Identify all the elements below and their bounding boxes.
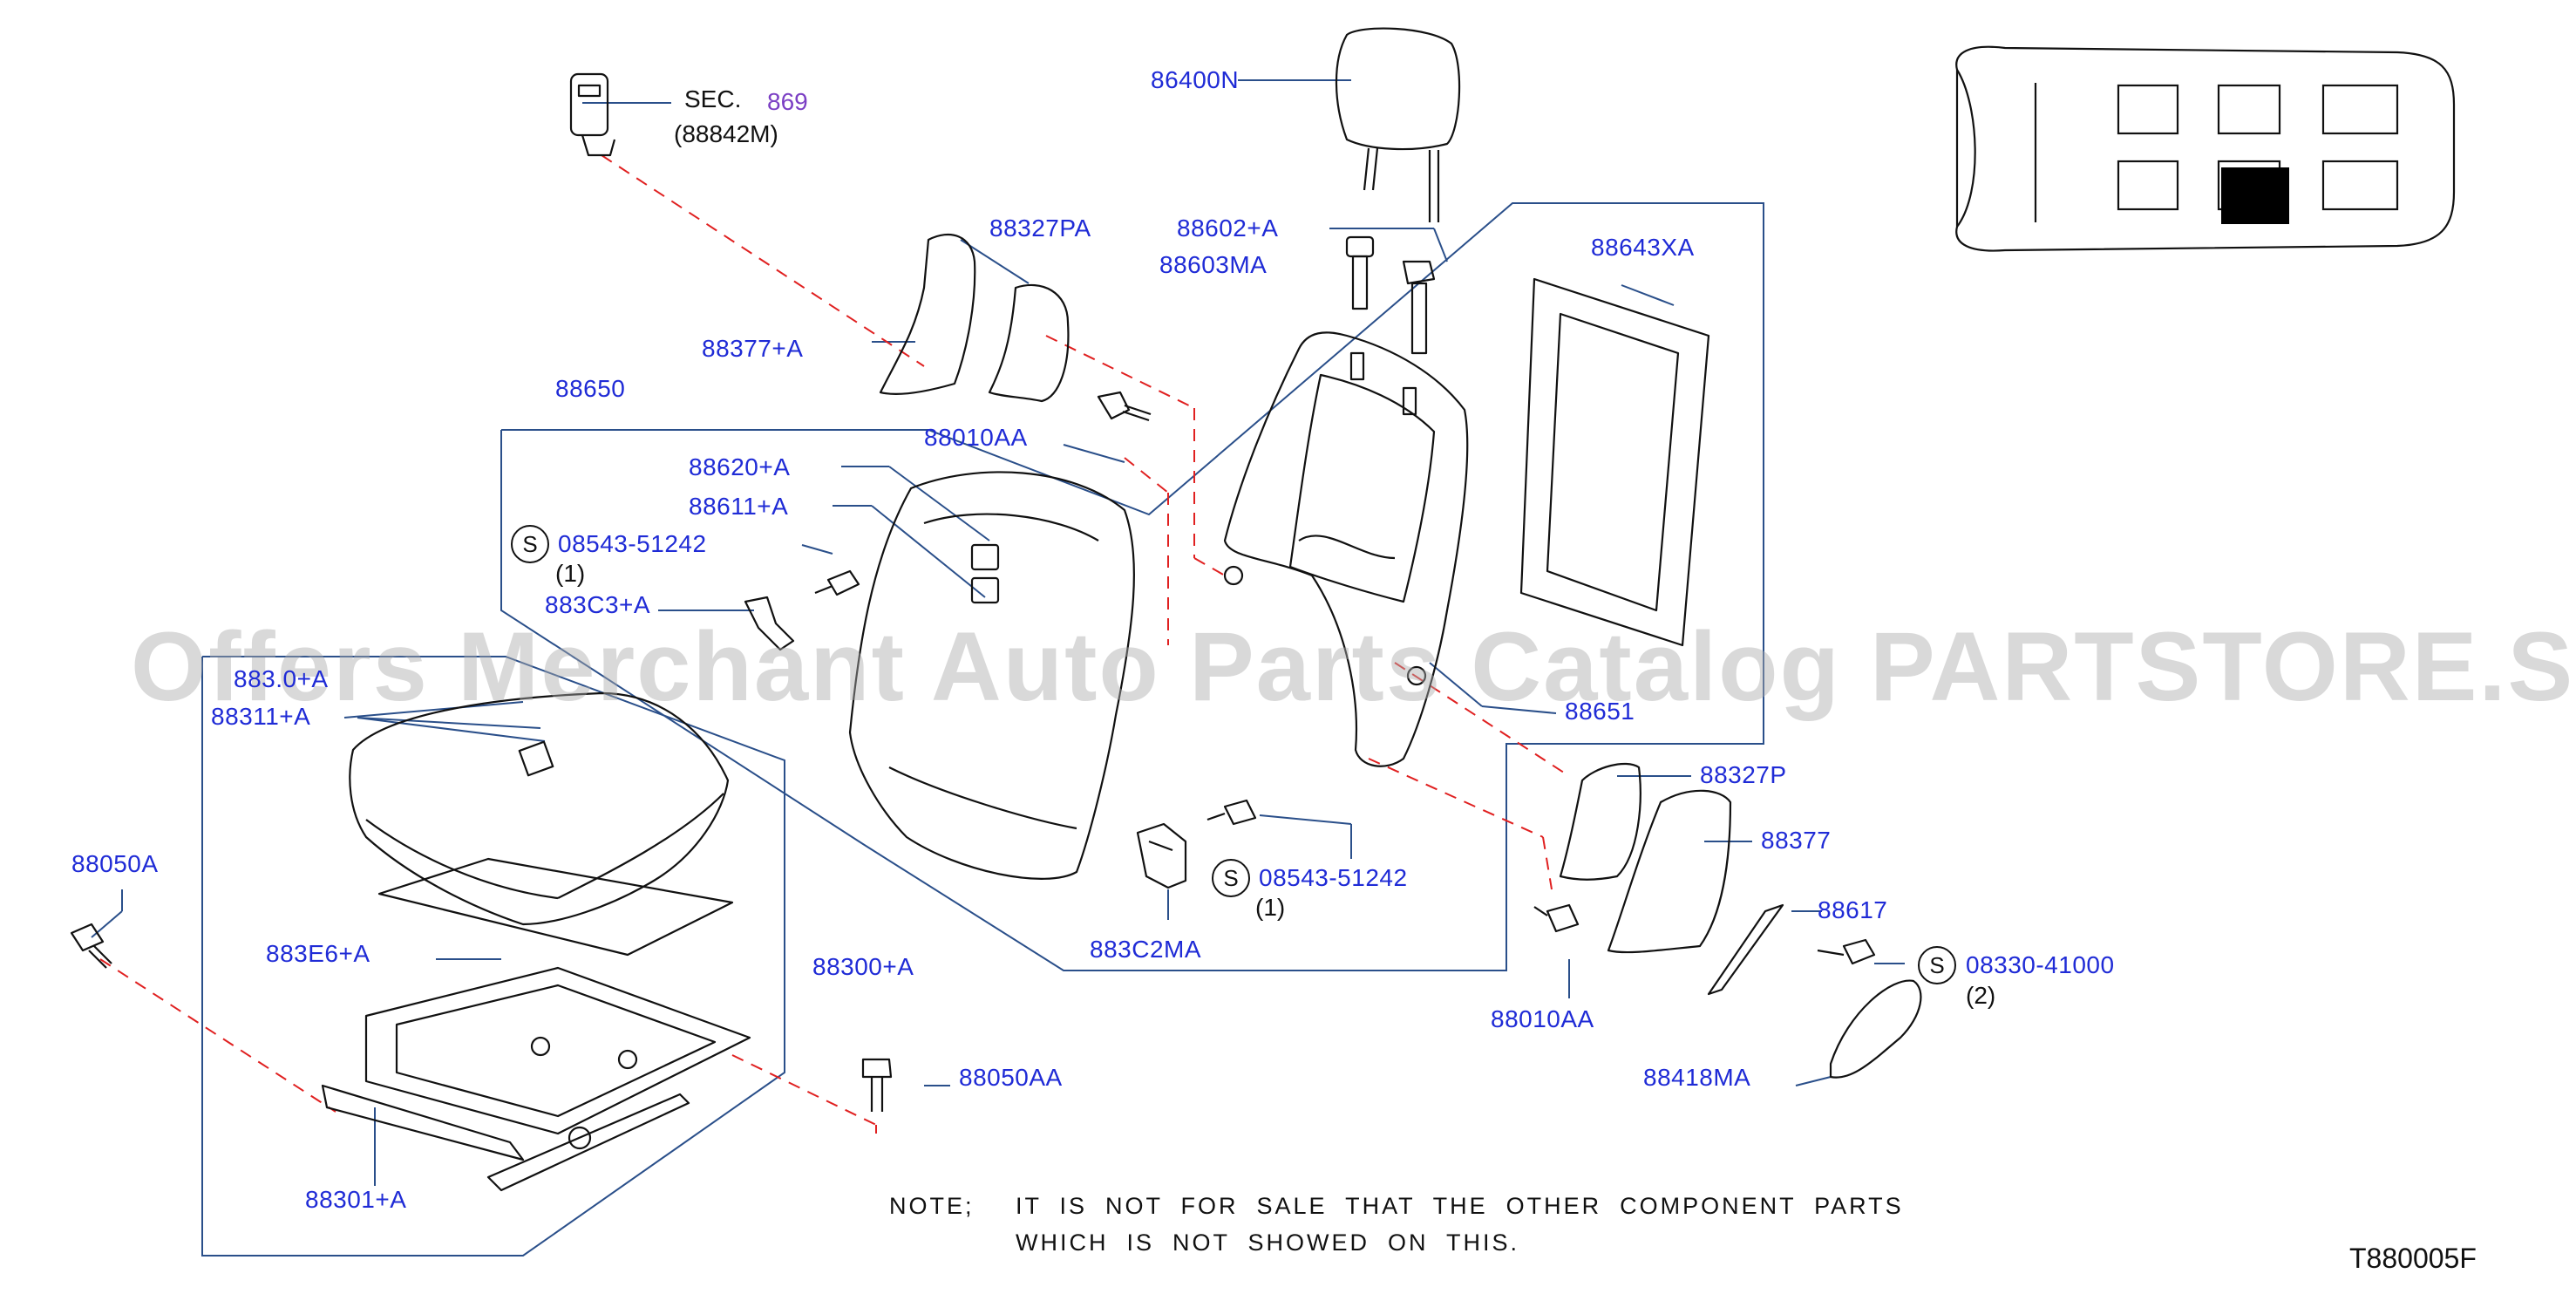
standard-part-symbol-1: S xyxy=(511,525,549,563)
bolt-88050a xyxy=(70,923,112,969)
callout-883e6a[interactable]: 883E6+A xyxy=(266,940,370,967)
callout-screw-08330-qty: (2) xyxy=(1966,982,1996,1009)
standard-part-symbol-2: S xyxy=(1212,859,1250,897)
callout-88311a[interactable]: 88311+A xyxy=(211,703,311,730)
callout-88050a[interactable]: 88050A xyxy=(71,850,159,877)
headrest-guides xyxy=(1345,235,1436,355)
callout-883c3a[interactable]: 883C3+A xyxy=(545,591,651,618)
seat-belt-buckle xyxy=(569,72,616,157)
clip-88617 xyxy=(1707,903,1784,996)
cushion-frame xyxy=(321,966,751,1192)
seat-row-1 xyxy=(2117,84,2179,211)
back-board xyxy=(1519,277,1710,647)
callout-screw-08543-top-qty: (1) xyxy=(555,560,586,587)
bolt-88010aa-top xyxy=(1097,391,1152,422)
bracket-883c3 xyxy=(744,596,795,651)
cover-88418ma xyxy=(1829,979,1922,1079)
bracket-883c2ma xyxy=(1136,822,1187,889)
upper-side-trims xyxy=(879,233,1070,403)
callout-88603ma[interactable]: 88603MA xyxy=(1159,251,1268,278)
callout-88300a[interactable]: 88300+A xyxy=(812,953,914,980)
callout-88418ma[interactable]: 88418MA xyxy=(1643,1064,1751,1091)
note-line-2: WHICH IS NOT SHOWED ON THIS. xyxy=(1016,1229,1520,1256)
cushion-sheet xyxy=(377,857,734,957)
callout-screw-08543-bottom-qty: (1) xyxy=(1255,894,1286,921)
leader-lines xyxy=(91,79,1905,1186)
callout-screw-08330[interactable]: 08330-41000 xyxy=(1966,951,2115,978)
frame-88300 xyxy=(201,656,785,1257)
callout-screw-08543-top[interactable]: 08543-51242 xyxy=(558,530,707,557)
screw-top xyxy=(814,569,860,596)
group-frames xyxy=(201,202,1764,1257)
callout-88643xa[interactable]: 88643XA xyxy=(1591,234,1695,261)
callout-88602a[interactable]: 88602+A xyxy=(1177,215,1279,242)
callout-88617[interactable]: 88617 xyxy=(1818,896,1888,923)
lower-side-trims xyxy=(1559,763,1732,954)
callout-88010aa-top[interactable]: 88010AA xyxy=(924,424,1028,451)
headrest xyxy=(1335,27,1461,222)
callout-88651[interactable]: 88651 xyxy=(1565,698,1635,725)
callout-86400n[interactable]: 86400N xyxy=(1151,66,1240,93)
callout-88377a[interactable]: 88377+A xyxy=(702,335,804,362)
callout-sec-prefix: SEC. xyxy=(684,85,742,112)
callout-sec-sub: (88842M) xyxy=(674,120,778,147)
callout-88327p[interactable]: 88327P xyxy=(1700,761,1787,788)
highlighted-seat-location xyxy=(2221,167,2289,224)
screw-08330 xyxy=(1817,938,1876,965)
callout-88050aa[interactable]: 88050AA xyxy=(959,1064,1063,1091)
callout-screw-08543-bottom[interactable]: 08543-51242 xyxy=(1259,864,1408,891)
bolt-88010aa-bottom xyxy=(1533,903,1580,933)
callout-883x0a[interactable]: 883.0+A xyxy=(234,665,329,692)
screw-bottom xyxy=(1206,799,1257,826)
note-line-1: IT IS NOT FOR SALE THAT THE OTHER COMPON… xyxy=(1016,1193,1904,1219)
seatback-pad xyxy=(848,471,1135,880)
clips xyxy=(970,543,1000,604)
callout-88327pa[interactable]: 88327PA xyxy=(989,215,1091,242)
seat-row-3 xyxy=(2321,84,2399,211)
callout-88611a[interactable]: 88611+A xyxy=(689,493,789,520)
watermark: Offers Merchant Auto Parts Catalog PARTS… xyxy=(131,612,2576,721)
vehicle-locator xyxy=(1955,45,2456,252)
bolt-88050aa xyxy=(861,1058,893,1112)
part-drawings xyxy=(70,27,1922,1192)
callout-883c2ma[interactable]: 883C2MA xyxy=(1090,936,1202,963)
diagram-code: T880005F xyxy=(2349,1243,2477,1274)
callout-88650[interactable]: 88650 xyxy=(555,375,626,402)
assembly-dash-lines xyxy=(99,154,1570,1134)
callout-sec-number[interactable]: 869 xyxy=(767,88,808,115)
callout-88620a[interactable]: 88620+A xyxy=(689,453,791,480)
standard-part-symbol-3: S xyxy=(1918,946,1956,984)
seatback-frame xyxy=(1223,331,1469,767)
callout-88010aa-bottom[interactable]: 88010AA xyxy=(1491,1005,1594,1032)
callout-88301a[interactable]: 88301+A xyxy=(305,1186,407,1213)
note-label: NOTE; xyxy=(889,1193,975,1219)
callout-88377[interactable]: 88377 xyxy=(1761,827,1832,854)
